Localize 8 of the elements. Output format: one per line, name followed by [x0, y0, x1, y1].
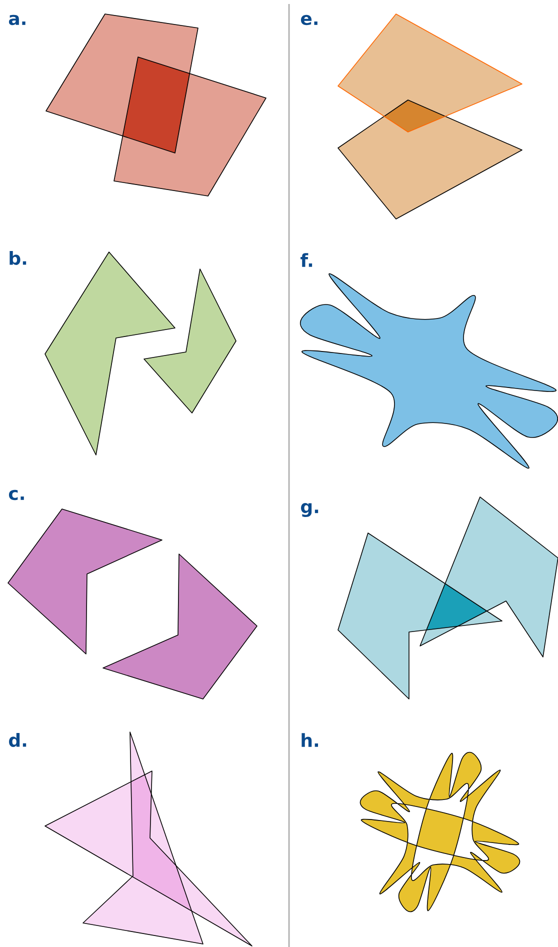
panel-label: h. — [302, 733, 318, 747]
panel-label: a. — [8, 14, 26, 26]
panel-label: c. — [8, 490, 24, 500]
panel-label: b. — [10, 251, 26, 265]
panel-label: g. — [301, 503, 318, 517]
panel-label: f. — [300, 253, 312, 267]
panel-label: e. — [300, 14, 318, 26]
panel-label: d. — [9, 733, 26, 747]
